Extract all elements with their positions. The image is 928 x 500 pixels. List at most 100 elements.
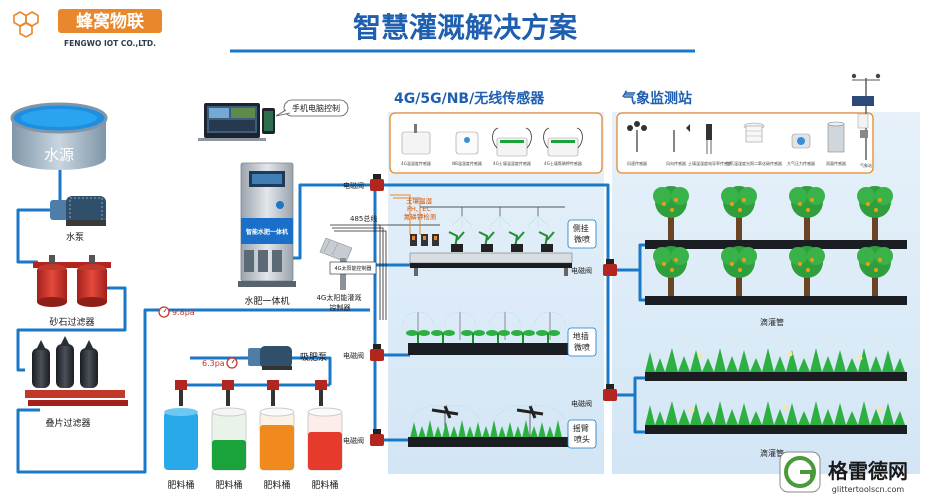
- soil-sensor-text: 土壤温湿 PH、EC 氮磷钾检测: [404, 196, 437, 221]
- hanging-sprinklers: [461, 207, 539, 216]
- water-source-label: 水源: [44, 146, 74, 164]
- drip-label-1: 滴灌管: [760, 317, 784, 327]
- weather-item-label-7: 气象站: [860, 162, 872, 168]
- ground-spray-mist: [401, 311, 567, 325]
- crop-row-top: [645, 348, 905, 372]
- side-spray-line-1: 侧挂: [573, 223, 589, 233]
- fert-valves: [175, 380, 327, 406]
- fertigation-machine: 智能水肥一体机 水肥一体机: [238, 162, 296, 307]
- fruit-tree: [857, 246, 893, 296]
- suction-pump: 吸肥泵: [248, 346, 327, 370]
- spray-mist: [451, 215, 549, 228]
- phone-control-callout: 手机电脑控制: [275, 99, 349, 117]
- tank-label-3: 肥料桶: [263, 479, 290, 491]
- suction-pump-label: 吸肥泵: [300, 352, 327, 363]
- orchard-zone: 滴灌管: [645, 186, 907, 327]
- watermark-cn: 格雷德网: [828, 459, 908, 483]
- solenoid-valve-2: 电磁阀: [343, 344, 384, 361]
- page-title: 智慧灌溉解决方案: [353, 11, 578, 44]
- phone-control-label: 手机电脑控制: [292, 103, 340, 113]
- weather-item-label-4: 空气温湿度光照二氧化碳传感器: [726, 160, 782, 166]
- weather-item-label-3: 土壤温湿度电导率传感器: [688, 160, 732, 166]
- pipe-sandfilter-to-disc: [16, 286, 127, 372]
- field-crop-zone: 滴灌管: [645, 348, 907, 458]
- solar-label-line-2: 控制器: [330, 303, 351, 312]
- rocker-sprinkler-zone: 摇臂 喷头: [408, 405, 597, 449]
- pipe-fert-riser-2: [280, 356, 332, 385]
- rocker-soil-bed: [408, 437, 568, 447]
- orchard-row-bottom: [645, 246, 907, 305]
- bus-485-label: 485总线: [350, 214, 377, 223]
- rocker-line-2: 喷头: [574, 434, 590, 444]
- sensor-item-label-2: NB温湿度传感器: [452, 160, 482, 166]
- rocker-grass: [410, 420, 562, 438]
- sensor-item-label-4: 4G土壤氮磷钾传感器: [544, 160, 582, 166]
- weather-item-label-6: 雨量传感器: [826, 160, 846, 166]
- wind-vane-icon: 风向传感器: [662, 124, 690, 166]
- pipe-pump-to-sandfilter: [16, 208, 50, 264]
- sensor-device-2: NB温湿度传感器: [452, 131, 482, 166]
- anemometer-icon: 风速传感器: [627, 121, 647, 166]
- solenoid-valve-3: 电磁阀: [343, 429, 384, 446]
- pressure-fert-label: 6.3pa: [202, 359, 225, 368]
- pressure-main-label: 9.8pa: [172, 308, 195, 317]
- side-spray-line-2: 微喷: [574, 234, 590, 244]
- sensor-item-label-3: 4G土壤温湿度传感器: [493, 160, 531, 166]
- water-pump-label: 水泵: [66, 231, 84, 243]
- sensor-device-3: 4G土壤温湿度传感器: [492, 127, 532, 166]
- pressure-gauge-fert: 6.3pa: [202, 357, 238, 369]
- sensors-heading: 4G/5G/NB/无线传感器: [394, 90, 545, 107]
- drip-label-2: 滴灌管: [760, 448, 784, 458]
- ground-spray-line-2: 微喷: [574, 342, 590, 352]
- weather-item-label-5: 大气压力传感器: [787, 160, 815, 166]
- rocker-label: 摇臂 喷头: [573, 423, 592, 444]
- soil-probes: [410, 234, 439, 246]
- phone-computer-devices: [198, 103, 275, 141]
- weather-box: [616, 112, 874, 174]
- weather-devices: 风速传感器 风向传感器 土壤温湿度电导率传感器 空气温湿度光照二氧化碳传感器 大…: [627, 73, 881, 168]
- sensor-item-label-1: 4G温湿度传感器: [401, 160, 431, 166]
- solenoid-valve-5: 电磁阀: [571, 384, 617, 408]
- side-spray-zone: 侧挂 微喷: [409, 206, 597, 276]
- soil-ec-sensor-icon: 土壤温湿度电导率传感器: [688, 124, 732, 166]
- watermark: 格雷德网 glittertoolscn.com: [779, 451, 908, 494]
- brand-logo: 蜂窝物联 FENGWO IOT CO.,LTD.: [13, 9, 162, 48]
- valve-label-4: 电磁阀: [571, 266, 592, 275]
- sand-filter: 砂石过滤器: [33, 255, 111, 328]
- fertilizer-tank-4: 肥料桶: [307, 407, 343, 491]
- sensor-device-4: 4G土壤氮磷钾传感器: [543, 127, 583, 166]
- orange-signal-wires: [390, 194, 421, 235]
- pipe-branch-top: [375, 183, 635, 397]
- control-wires: [330, 224, 440, 320]
- weather-item-label-2: 风向传感器: [666, 160, 686, 166]
- fruit-tree: [789, 246, 825, 296]
- solenoid-valve-1: 电磁阀: [343, 174, 384, 191]
- brand-name-box: [58, 9, 162, 33]
- pressure-gauge-main: 9.8pa: [158, 306, 195, 318]
- sand-filter-label: 砂石过滤器: [49, 316, 94, 328]
- fruit-tree: [653, 186, 689, 240]
- soil-line-3: 氮磷钾检测: [404, 212, 437, 221]
- fertilizer-tank-3: 肥料桶: [259, 407, 295, 491]
- solar-label-line-1: 4G太阳能灌溉: [316, 293, 361, 302]
- weather-heading: 气象监测站: [621, 90, 692, 107]
- fruit-tree: [789, 186, 825, 240]
- pressure-sensor-icon: 大气压力传感器: [787, 133, 815, 166]
- machine-screen-label: 智能水肥一体机: [246, 228, 288, 236]
- fruit-tree: [721, 246, 757, 296]
- honeycomb-logo-icon: [13, 11, 39, 38]
- ground-plants: [406, 330, 560, 343]
- solar-controller-label: 4G太阳能灌溉 控制器: [316, 293, 363, 312]
- soil-line-1: 土壤温湿: [406, 196, 433, 205]
- sensor-device-1: 4G温湿度传感器: [401, 124, 431, 166]
- valve-label-5: 电磁阀: [571, 399, 592, 408]
- seedlings: [448, 231, 555, 252]
- disc-filter: 叠片过滤器: [25, 336, 128, 429]
- fruit-tree: [653, 246, 689, 296]
- side-spray-label: 侧挂 微喷: [573, 223, 592, 244]
- side-spray-tag: [567, 219, 597, 249]
- fruit-tree: [721, 186, 757, 240]
- solenoid-valve-4: 电磁阀: [571, 259, 617, 276]
- solar-small-label: 4G太阳能控制器: [334, 265, 371, 272]
